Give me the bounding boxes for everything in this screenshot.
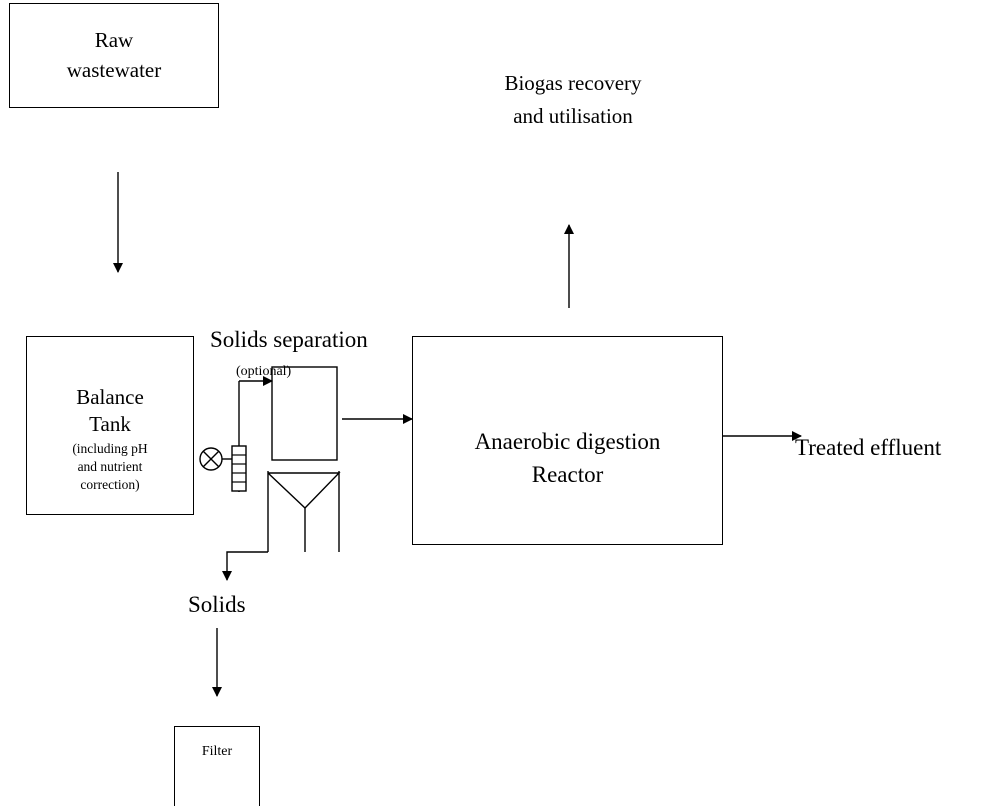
balance-tank-title: Balance Tank xyxy=(76,385,144,437)
solids-separation-label: Solids separation xyxy=(210,327,368,352)
raw-wastewater-box: Raw wastewater xyxy=(9,3,219,108)
biogas-label: Biogas recovery and utilisation xyxy=(504,71,642,128)
flowmeter-icon xyxy=(231,445,247,492)
pump-cross-line xyxy=(202,450,220,468)
balance-tank-box: Balance Tank (including pH and nutrient … xyxy=(26,336,194,515)
settler-hopper-icon xyxy=(267,472,341,509)
raw-wastewater-label: Raw wastewater xyxy=(66,28,162,82)
filter-label: Filter xyxy=(201,744,233,759)
solids-separator-box xyxy=(271,366,338,461)
treated-effluent-label: Treated effluent xyxy=(795,435,942,460)
filter-box: Filter xyxy=(174,726,260,806)
solids-underflow-line xyxy=(222,551,268,581)
reactor-label: Anaerobic digestion Reactor xyxy=(474,429,661,488)
solids-separation-note: (optional) xyxy=(236,364,292,379)
reactor-box: Anaerobic digestion Reactor xyxy=(412,336,723,545)
solids-label: Solids xyxy=(188,592,246,617)
balance-tank-note: (including pH and nutrient correction) xyxy=(72,441,148,493)
